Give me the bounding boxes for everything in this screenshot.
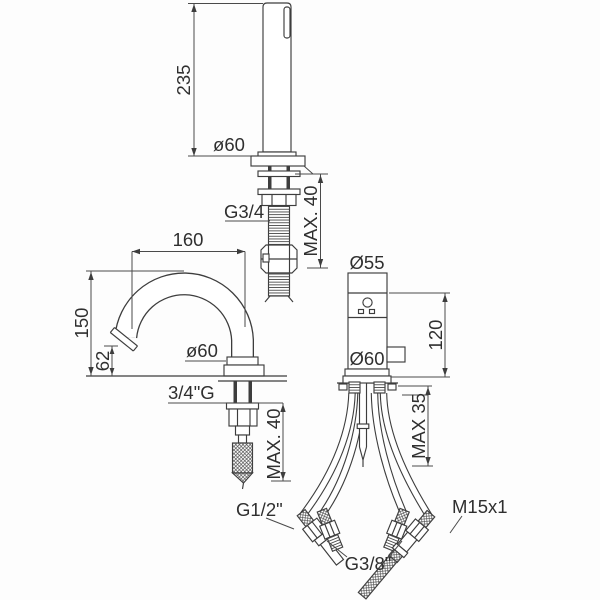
braided-hose [232,443,253,473]
hex-nut [261,193,297,207]
spout-unit: 160 150 62 ø60 3/4"G MAX. 40 [71,229,291,490]
label-hoses-g38: G3/8" [345,553,392,574]
dim-handshower-max-mount: MAX. 40 [300,186,321,257]
label-spout-thread: 3/4"G [168,382,215,403]
handshower-cylinder [262,2,292,153]
mounting-stud [286,166,290,196]
spout-escutcheon [223,364,265,377]
spout-outlet-face [110,327,139,353]
mixer-base-plate [342,375,392,384]
sensor-window [362,297,373,308]
handshower-slot-detail [283,6,291,39]
label-hose-g12: G1/2" [236,499,283,520]
dim-spout-outlet-height: 62 [92,351,113,372]
dim-spout-max-mount: MAX. 40 [263,409,284,480]
dim-handshower-diameter: ø60 [213,134,245,155]
label-handshower-thread: G3/4 [224,201,264,222]
dim-mixer-height: 120 [425,320,446,351]
center-rod [356,383,370,467]
washer [257,170,301,178]
mixer-body [347,272,388,370]
hose-g12 [300,392,356,518]
mounting-stud [268,166,272,196]
dim-spout-reach: 160 [173,229,204,250]
threaded-stem [268,273,290,296]
mounting-stud [248,381,252,403]
mixer-flange [344,368,390,377]
dim-spout-diameter: ø60 [186,340,218,361]
dim-spout-height: 150 [71,308,92,339]
hex-nut [228,408,258,427]
spout-collar [226,356,259,366]
dim-mixer-max-mount: MAX 35 [408,393,429,459]
indicator-dot [357,308,365,315]
indicator-dot [368,308,376,315]
dim-mixer-top-diameter: Ø55 [350,252,385,273]
side-clip [386,346,406,363]
mixer-unit: Ø55 120 Ø60 MAX 35 G1/2" G3/8" M15x1 [236,252,508,600]
washer [225,402,260,410]
braided-hose [358,555,397,599]
hose-m15 [379,392,433,518]
threaded-stem [268,206,290,245]
fitting-m15 [357,509,436,600]
mounting-stud [233,381,237,403]
fitting-g38-left [316,507,344,552]
fitting-g38-right [383,507,411,552]
hose-g38-right [370,392,407,515]
dim-mixer-base-diameter: Ø60 [350,348,385,369]
label-hose-m15: M15x1 [452,496,508,517]
handshower-unit: 235 ø60 G3/4 MAX. 40 [173,2,328,303]
washer [257,188,301,196]
dim-handshower-height: 235 [173,65,194,96]
handshower-escutcheon [250,155,306,167]
